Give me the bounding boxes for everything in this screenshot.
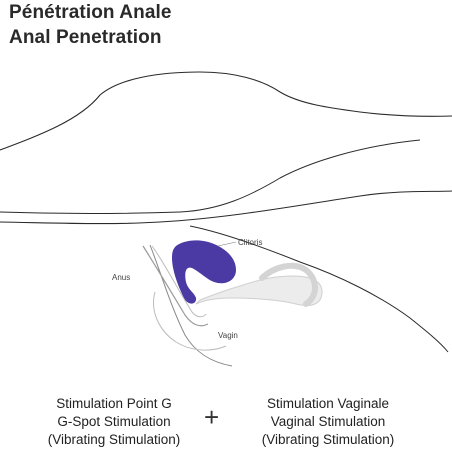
anal-canal-inner: [151, 245, 207, 318]
caption-gspot-en: G-Spot Stimulation: [57, 414, 171, 429]
caption-vaginal-fr: Stimulation Vaginale: [266, 396, 390, 411]
caption-gspot-fr: Stimulation Point G: [56, 396, 172, 411]
rectum-shape: [153, 291, 227, 351]
label-vagin: Vagin: [218, 331, 238, 340]
thigh-outline: [0, 190, 452, 225]
title-line-fr: Pénétration Anale: [9, 2, 172, 23]
caption-vaginal: Stimulation Vaginale Vaginal Stimulation…: [230, 395, 426, 449]
title-line-en: Anal Penetration: [9, 27, 162, 48]
label-anus: Anus: [112, 273, 131, 282]
caption-gspot: Stimulation Point G G-Spot Stimulation (…: [22, 395, 206, 449]
label-clitoris: Clitoris: [238, 238, 263, 247]
vaginal-canal-shape: [195, 275, 323, 306]
caption-gspot-type: (Vibrating Stimulation): [47, 432, 181, 447]
clitoris-pointer: [217, 241, 237, 247]
torso-line: [0, 139, 421, 214]
caption-vaginal-en: Vaginal Stimulation: [270, 414, 386, 429]
lower-buttock-line: [149, 244, 233, 367]
leg-line: [189, 225, 449, 353]
anal-canal-shape: [142, 245, 209, 327]
vibrator-device: [172, 240, 236, 304]
upper-body-outline: [0, 71, 452, 151]
caption-vaginal-type: (Vibrating Stimulation): [261, 432, 395, 447]
uterus-shape: [259, 262, 318, 307]
plus-sign: +: [204, 402, 220, 432]
